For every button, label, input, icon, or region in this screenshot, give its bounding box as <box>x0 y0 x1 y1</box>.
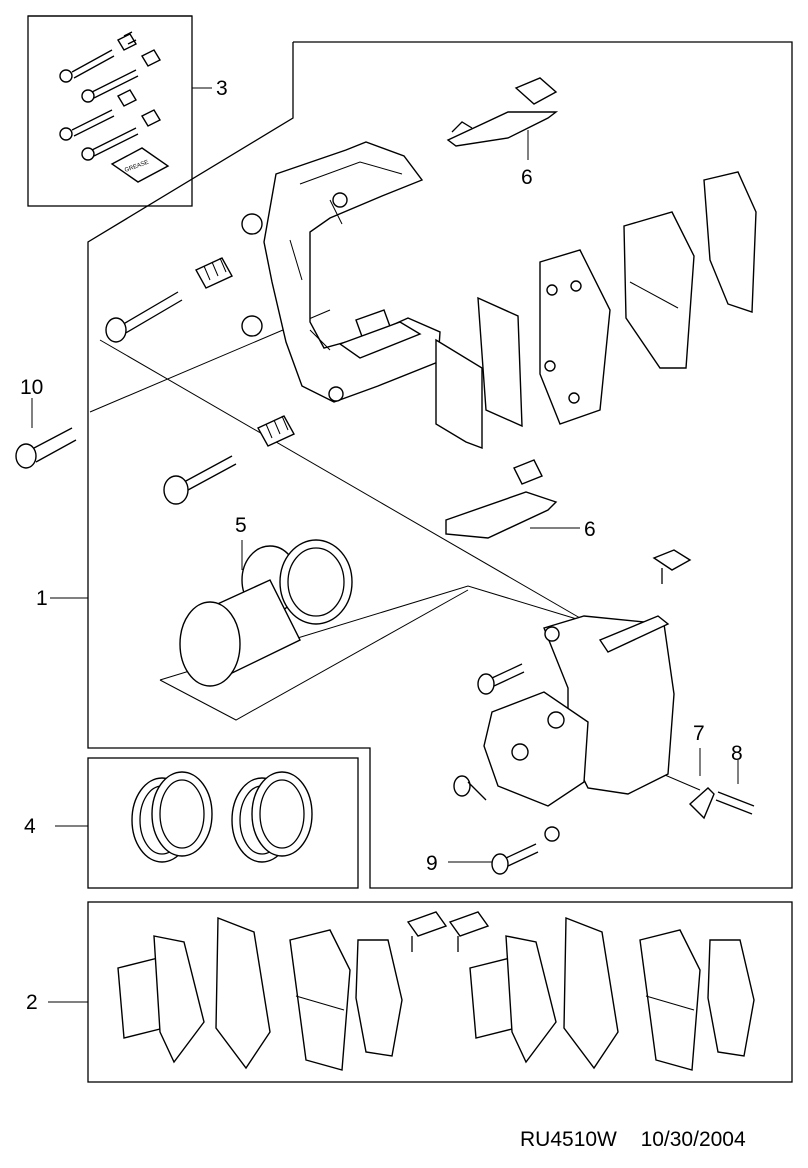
piston-seal-kit-frame <box>87 757 359 889</box>
guide-pin-icon <box>59 31 137 83</box>
callout-9: 9 <box>426 852 438 875</box>
bleeder-screw-icon <box>715 791 755 815</box>
pad-kit-frame <box>87 901 793 1083</box>
diagram-footer: RU4510W 10/30/2004 <box>520 1128 800 1152</box>
banjo-bolt-icon <box>453 775 487 801</box>
diagram-date: 10/30/2004 <box>640 1128 746 1151</box>
pad-kit-left-icon <box>117 916 403 1071</box>
callout-6-upper: 6 <box>521 166 533 189</box>
callout-8: 8 <box>731 742 743 765</box>
diagram-code: RU4510W <box>520 1128 617 1151</box>
callout-5: 5 <box>235 514 247 537</box>
piston-boot-icon <box>279 539 353 625</box>
pad-kit-right-icon <box>469 916 755 1071</box>
caliper-assembly-frame <box>87 41 793 889</box>
guide-pin-icon <box>81 49 161 103</box>
inner-shim-icon <box>703 171 757 313</box>
mounting-bolt-icon <box>15 427 77 469</box>
caliper-bolt-lower-icon <box>491 843 539 875</box>
clip-small-icon <box>652 549 692 584</box>
anti-squeal-shim-icon <box>477 296 523 428</box>
caliper-bolt-upper-icon <box>477 663 525 695</box>
caliper-bracket-icon <box>241 141 441 403</box>
piston-seal-set-icon <box>131 771 213 863</box>
brake-pad-outer-icon <box>539 249 611 425</box>
callout-6-lower: 6 <box>584 518 596 541</box>
callout-4: 4 <box>24 815 36 838</box>
piston-seal-set-icon <box>231 771 313 863</box>
bleeder-cap-icon <box>688 787 715 820</box>
caliper-housing-icon <box>483 615 675 842</box>
guide-pin-icon <box>59 89 137 141</box>
guide-pin-icon <box>81 109 161 161</box>
callout-3: 3 <box>216 77 228 100</box>
outer-shim-icon <box>435 338 483 450</box>
guide-pin-lower-icon <box>163 415 295 505</box>
pad-clip-upper-icon <box>446 77 559 147</box>
pad-kit-clips-icon <box>406 911 490 952</box>
callout-2: 2 <box>26 991 38 1014</box>
callout-7: 7 <box>693 722 705 745</box>
callout-1: 1 <box>36 587 48 610</box>
grease-packet-icon <box>110 147 170 183</box>
callout-10: 10 <box>20 376 43 399</box>
guide-pin-kit: GREASE <box>59 31 170 183</box>
brake-pad-inner-icon <box>623 211 695 369</box>
pad-clip-lower-icon <box>445 459 558 539</box>
guide-pin-upper-icon <box>105 257 233 343</box>
